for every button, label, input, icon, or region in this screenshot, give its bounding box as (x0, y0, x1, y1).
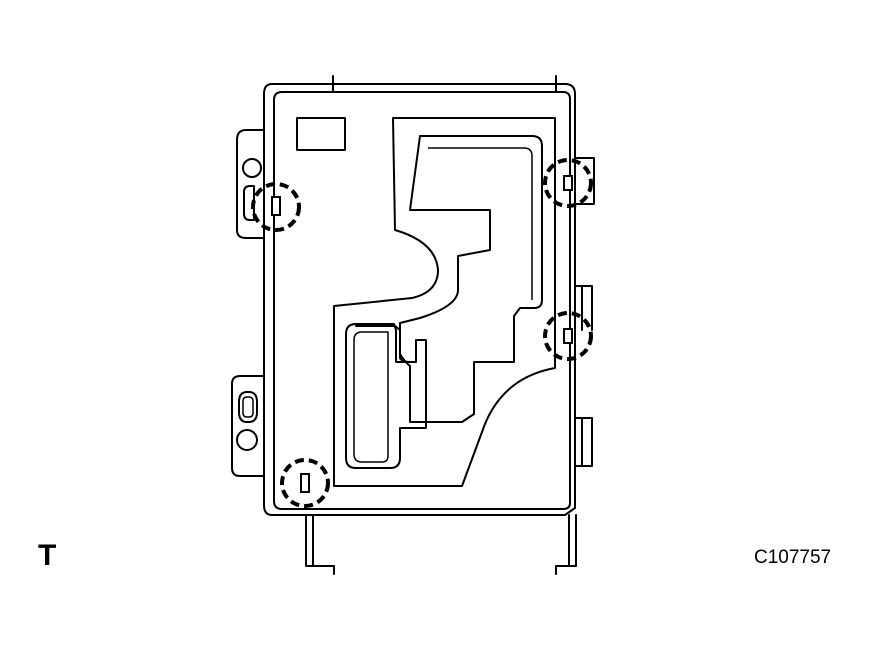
view-mark-label: T (38, 539, 57, 572)
clip-location-right-middle (543, 311, 593, 361)
right-side-tabs (574, 157, 595, 467)
shift-gate-outer (333, 117, 556, 487)
shift-gate-pocket-inner (353, 331, 389, 463)
indicator-window (296, 117, 346, 151)
housing-inner (273, 91, 571, 510)
left-upper-bracket (236, 129, 265, 239)
clip-location-left-lower (280, 458, 330, 508)
shift-gate-pocket (345, 323, 427, 469)
shift-gate-channel-inner-line (428, 147, 533, 300)
housing-outer (263, 83, 576, 516)
clip-location-right-upper (543, 158, 593, 208)
left-lower-bracket (231, 375, 265, 477)
figure-code-label: C107757 (754, 547, 832, 568)
clip-location-left-upper (251, 182, 301, 232)
bottom-rails (305, 514, 577, 575)
shift-gate-channel-upper (399, 135, 543, 423)
